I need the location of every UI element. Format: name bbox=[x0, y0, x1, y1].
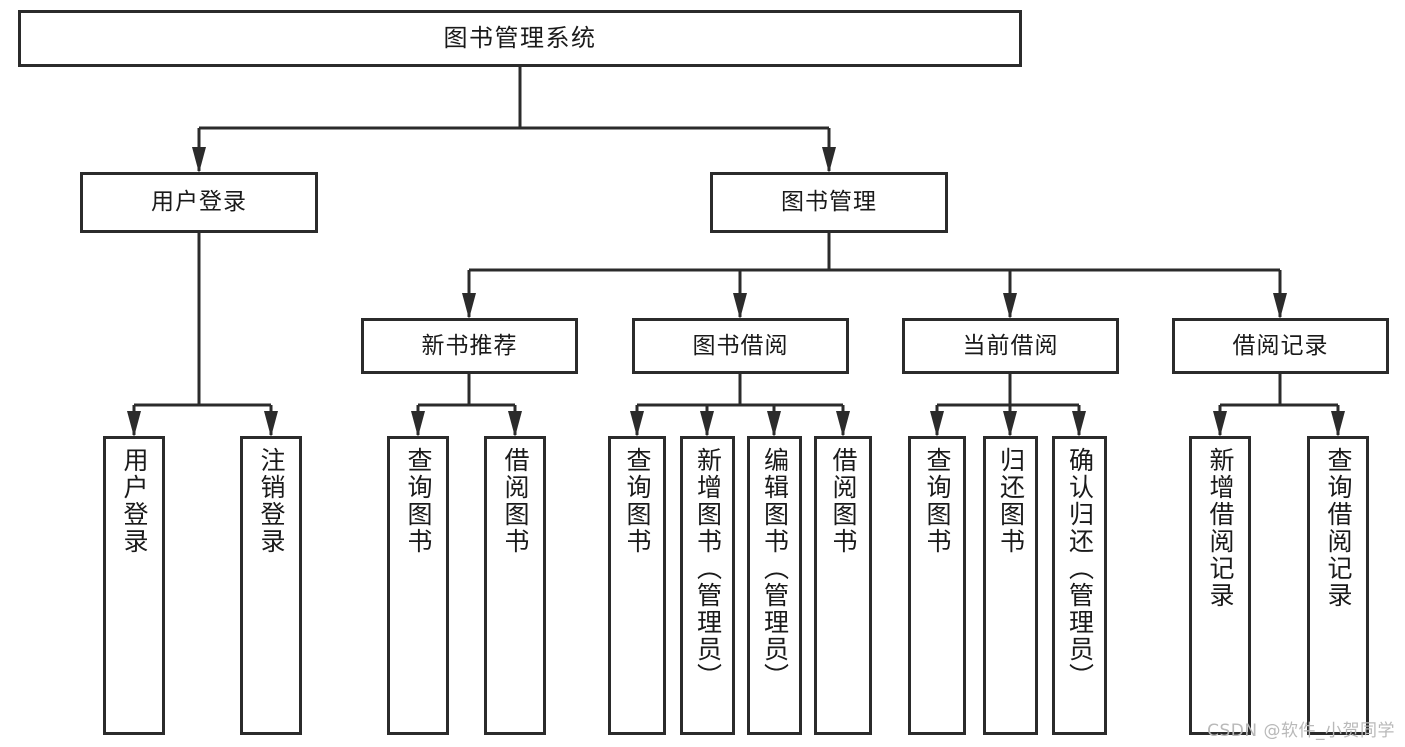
node-leaf-logout-login[interactable]: 注销登录 bbox=[240, 436, 302, 735]
node-label: 新增借阅记录 bbox=[1206, 447, 1235, 609]
arrow-head-icon bbox=[264, 411, 278, 437]
arrow-head-icon bbox=[733, 293, 747, 319]
node-leaf-confirm-return[interactable]: 确认归还（管理员） bbox=[1052, 436, 1107, 735]
node-label: 确认归还（管理员） bbox=[1065, 447, 1095, 690]
node-label: 图书管理 bbox=[781, 189, 877, 216]
arrow-head-icon bbox=[1003, 411, 1017, 437]
node-label: 编辑图书（管理员） bbox=[760, 447, 790, 690]
node-label: 借阅记录 bbox=[1232, 332, 1329, 359]
arrow-head-icon bbox=[1213, 411, 1227, 437]
node-label: 注销登录 bbox=[257, 447, 286, 555]
node-book-manage[interactable]: 图书管理 bbox=[710, 172, 948, 233]
node-new-book-recommend[interactable]: 新书推荐 bbox=[361, 318, 578, 374]
node-leaf-borrow-book-1[interactable]: 借阅图书 bbox=[484, 436, 546, 735]
node-label: 图书管理系统 bbox=[443, 23, 597, 52]
node-label: 查询图书 bbox=[623, 447, 652, 555]
arrow-head-icon bbox=[630, 411, 644, 437]
node-label: 新增图书（管理员） bbox=[693, 447, 723, 690]
node-label: 归还图书 bbox=[996, 447, 1026, 555]
arrow-head-icon bbox=[1331, 411, 1345, 437]
arrow-head-icon bbox=[822, 147, 836, 173]
node-leaf-return-book[interactable]: 归还图书 bbox=[983, 436, 1038, 735]
node-label: 借阅图书 bbox=[501, 447, 530, 555]
arrow-head-icon bbox=[192, 147, 206, 173]
csdn-watermark: CSDN @软件_小贺同学 bbox=[1207, 721, 1395, 741]
node-leaf-edit-book[interactable]: 编辑图书（管理员） bbox=[747, 436, 802, 735]
node-label: 当前借阅 bbox=[962, 332, 1059, 359]
node-label: 借阅图书 bbox=[829, 447, 858, 555]
node-book-borrow[interactable]: 图书借阅 bbox=[632, 318, 849, 374]
arrow-head-icon bbox=[1003, 293, 1017, 319]
node-root[interactable]: 图书管理系统 bbox=[18, 10, 1022, 67]
node-leaf-query-book-1[interactable]: 查询图书 bbox=[387, 436, 449, 735]
node-user-login[interactable]: 用户登录 bbox=[80, 172, 318, 233]
node-leaf-add-borrow-record[interactable]: 新增借阅记录 bbox=[1189, 436, 1251, 735]
arrow-head-icon bbox=[767, 411, 781, 437]
node-label: 用户登录 bbox=[151, 189, 247, 216]
node-label: 查询借阅记录 bbox=[1324, 447, 1353, 609]
arrow-head-icon bbox=[836, 411, 850, 437]
node-borrow-record[interactable]: 借阅记录 bbox=[1172, 318, 1389, 374]
arrow-head-icon bbox=[1072, 411, 1086, 437]
arrow-head-icon bbox=[1273, 293, 1287, 319]
node-leaf-query-book-2[interactable]: 查询图书 bbox=[608, 436, 666, 735]
node-label: 用户登录 bbox=[120, 447, 149, 555]
arrow-head-icon bbox=[700, 411, 714, 437]
node-leaf-query-borrow-record[interactable]: 查询借阅记录 bbox=[1307, 436, 1369, 735]
arrow-head-icon bbox=[508, 411, 522, 437]
node-label: 查询图书 bbox=[923, 447, 952, 555]
arrow-head-icon bbox=[127, 411, 141, 437]
arrow-head-icon bbox=[462, 293, 476, 319]
node-leaf-add-book[interactable]: 新增图书（管理员） bbox=[680, 436, 735, 735]
node-label: 图书借阅 bbox=[692, 332, 789, 359]
node-current-borrow[interactable]: 当前借阅 bbox=[902, 318, 1119, 374]
node-leaf-user-login[interactable]: 用户登录 bbox=[103, 436, 165, 735]
node-leaf-query-book-3[interactable]: 查询图书 bbox=[908, 436, 966, 735]
node-leaf-borrow-book-2[interactable]: 借阅图书 bbox=[814, 436, 872, 735]
arrow-head-icon bbox=[930, 411, 944, 437]
node-label: 新书推荐 bbox=[421, 332, 518, 359]
node-label: 查询图书 bbox=[404, 447, 433, 555]
arrow-head-icon bbox=[411, 411, 425, 437]
